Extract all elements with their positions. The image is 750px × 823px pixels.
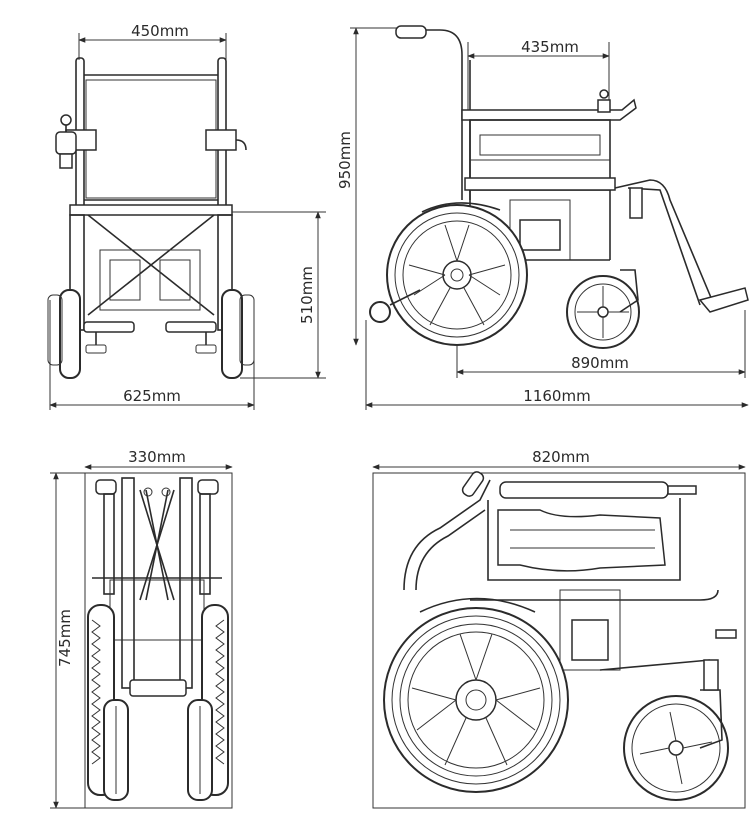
joystick-icon-side	[597, 89, 611, 113]
joystick-icon	[55, 114, 77, 169]
left-wheel	[59, 289, 81, 379]
folded-rear-wheel	[383, 607, 569, 793]
label-625mm: 625mm	[123, 387, 181, 405]
label-1160mm: 1160mm	[523, 387, 590, 405]
label-450mm: 450mm	[131, 22, 189, 40]
label-890mm: 890mm	[571, 354, 629, 372]
label-745mm: 745mm	[56, 609, 74, 667]
front-caster	[566, 269, 640, 349]
front-view: 450mm	[47, 22, 326, 410]
right-wheel	[221, 289, 243, 379]
label-510mm: 510mm	[298, 266, 316, 324]
label-950mm: 950mm	[336, 131, 354, 189]
label-435mm: 435mm	[521, 38, 579, 56]
rear-wheel	[386, 204, 528, 346]
side-view: 950mm 435mm	[336, 25, 749, 410]
label-820mm: 820mm	[532, 448, 590, 466]
folded-front-view: 330mm 745mm	[50, 448, 233, 809]
folded-side-view: 820mm	[372, 448, 746, 809]
folded-front-caster	[623, 629, 737, 801]
label-330mm: 330mm	[128, 448, 186, 466]
